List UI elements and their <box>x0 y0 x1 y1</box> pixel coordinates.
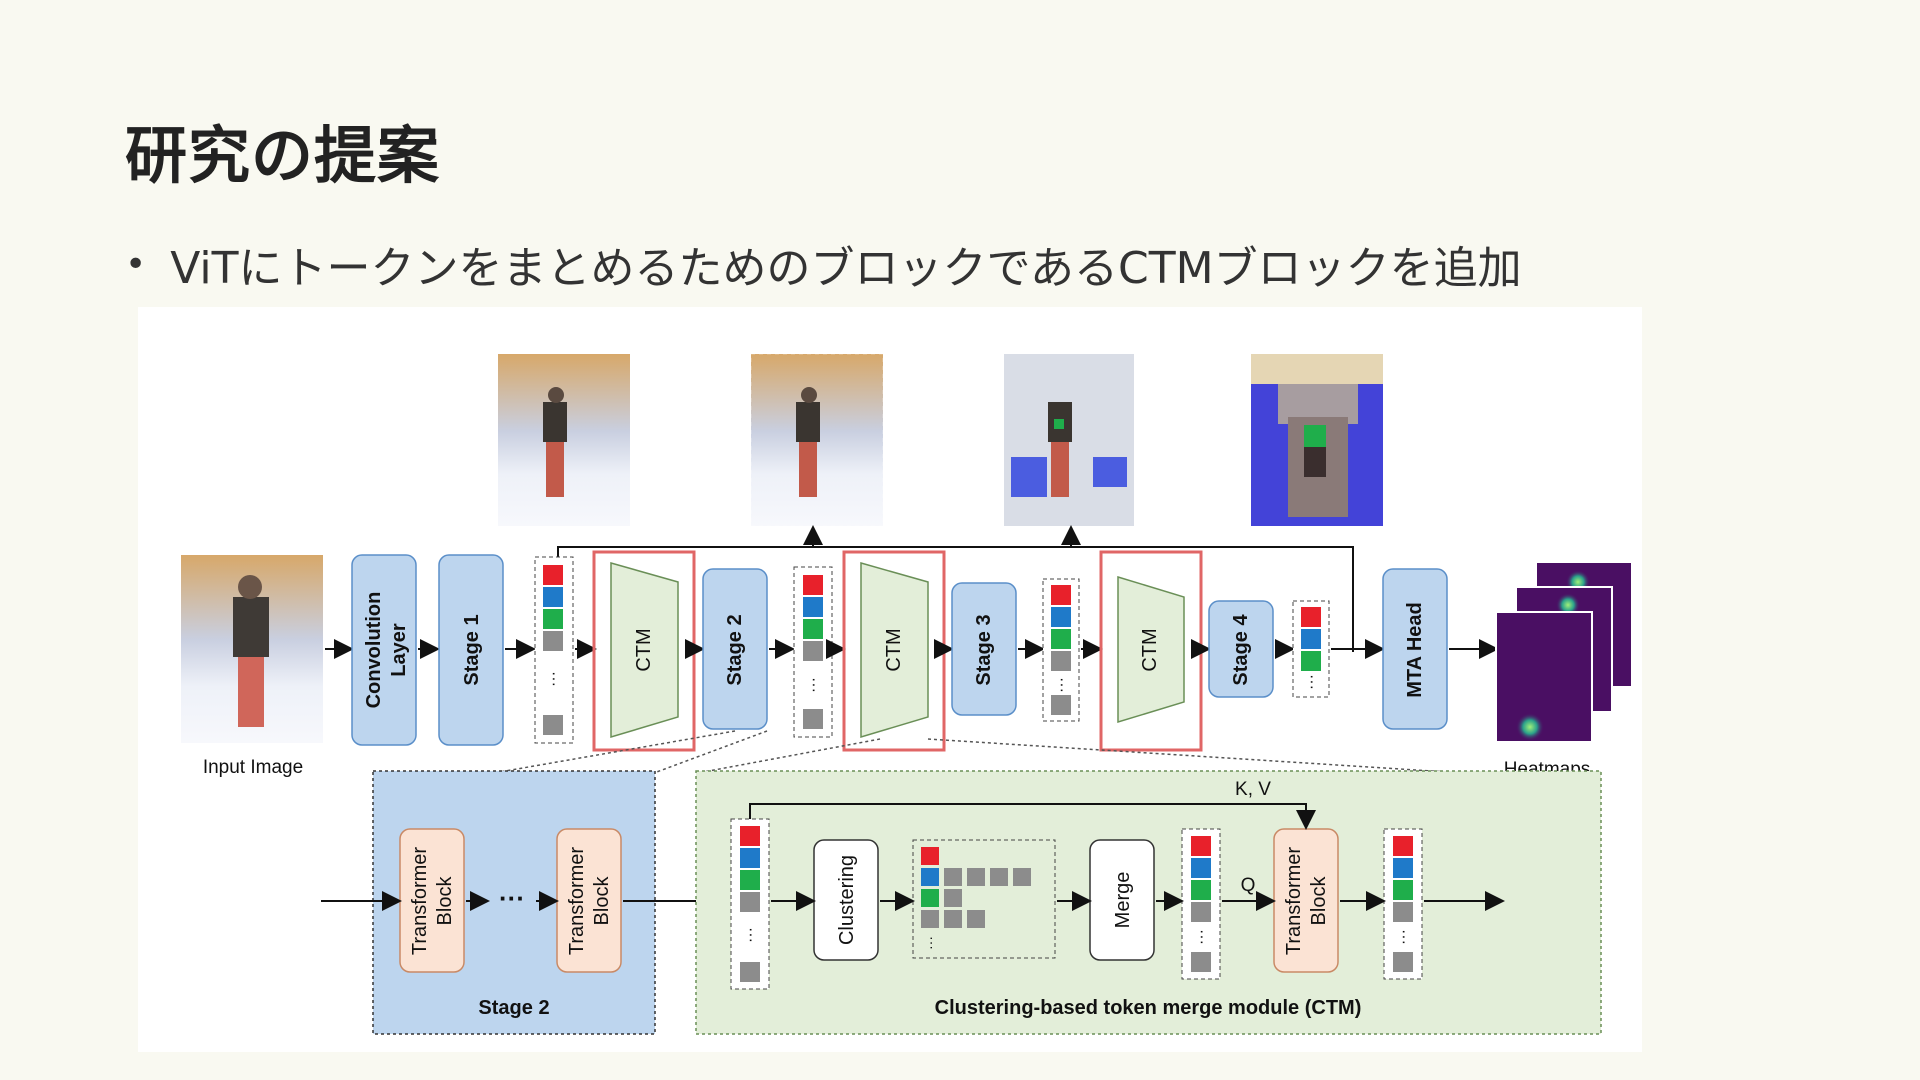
bullet-dot: • <box>125 243 147 285</box>
ctm-transformer-label-1: Transformer <box>1283 847 1305 956</box>
stage2-label: Stage 2 <box>724 614 746 685</box>
ctm-module-title: Clustering-based token merge module (CTM… <box>935 997 1362 1019</box>
bullet-item: • ViTにトークンをまとめるためのブロックであるCTMブロックを追加 <box>125 232 1522 296</box>
cluster-grid-dots: ··· <box>922 936 938 950</box>
output-token-dots: ··· <box>1395 929 1412 945</box>
token-column-2: ··· <box>793 566 833 738</box>
token-dots-2: ··· <box>805 677 822 693</box>
token-visualization-1 <box>498 354 630 526</box>
mta-head-box: MTA Head <box>1382 568 1448 730</box>
stage4-label: Stage 4 <box>1230 614 1252 686</box>
slide-title: 研究の提案 <box>125 119 441 192</box>
architecture-diagram: Input Image Convolution Layer Stage 1 ··… <box>181 353 1633 1035</box>
stage3-label: Stage 3 <box>973 614 995 685</box>
stage3-box: Stage 3 <box>951 582 1017 716</box>
ctm-transformer-label-2: Block <box>1308 876 1330 926</box>
input-image <box>181 555 323 743</box>
token-column-1: ··· <box>534 556 574 744</box>
stage4-box: Stage 4 <box>1208 600 1274 698</box>
ctm-detail-panel: ··· Clustering ··· Merge ··· Transformer <box>695 770 1602 1035</box>
ctm-input-dots: ··· <box>742 927 759 943</box>
stage1-box: Stage 1 <box>438 554 504 746</box>
ctm-block-3: CTM <box>1099 550 1203 752</box>
token-visualization-2 <box>750 353 884 527</box>
ctm-label-1: CTM <box>633 628 655 671</box>
stage1-label: Stage 1 <box>461 614 483 685</box>
stage2-ellipsis: ··· <box>499 883 525 913</box>
merged-token-dots: ··· <box>1193 929 1210 945</box>
ctm-block-1: CTM <box>592 550 696 752</box>
stage2-box: Stage 2 <box>702 568 768 730</box>
ctm-label-2: CTM <box>883 628 905 671</box>
transformer-label-a2: Block <box>434 876 456 926</box>
conv-label-line2: Layer <box>388 623 410 677</box>
token-column-3: ··· <box>1042 578 1080 722</box>
stage2-detail-panel: Transformer Block ··· Transformer Block … <box>372 770 656 1035</box>
token-dots-4: ··· <box>1303 674 1320 690</box>
merge-label: Merge <box>1112 872 1134 929</box>
stage2-detail-title: Stage 2 <box>478 997 549 1019</box>
kv-label: K, V <box>1235 779 1271 800</box>
clustering-label: Clustering <box>836 855 858 945</box>
token-visualization-3 <box>1004 354 1134 526</box>
transformer-label-b1: Transformer <box>566 847 588 956</box>
token-dots-1: ··· <box>545 671 562 687</box>
q-label: Q <box>1241 875 1256 896</box>
token-visualization-4 <box>1251 354 1383 526</box>
token-column-4: ··· <box>1292 600 1330 698</box>
transformer-label-a1: Transformer <box>409 847 431 956</box>
transformer-label-b2: Block <box>591 876 613 926</box>
input-image-label: Input Image <box>203 757 303 778</box>
ctm-block-2: CTM <box>842 550 946 752</box>
convolution-layer-box: Convolution Layer <box>351 554 417 746</box>
mta-head-label: MTA Head <box>1404 602 1426 698</box>
architecture-figure: Input Image Convolution Layer Stage 1 ··… <box>138 307 1642 1052</box>
conv-label-line1: Convolution <box>363 592 385 709</box>
ctm-label-3: CTM <box>1139 628 1161 671</box>
bullet-text: ViTにトークンをまとめるためのブロックであるCTMブロックを追加 <box>170 243 1522 294</box>
heatmaps-stack <box>1495 561 1633 743</box>
token-dots-3: ··· <box>1053 677 1070 693</box>
